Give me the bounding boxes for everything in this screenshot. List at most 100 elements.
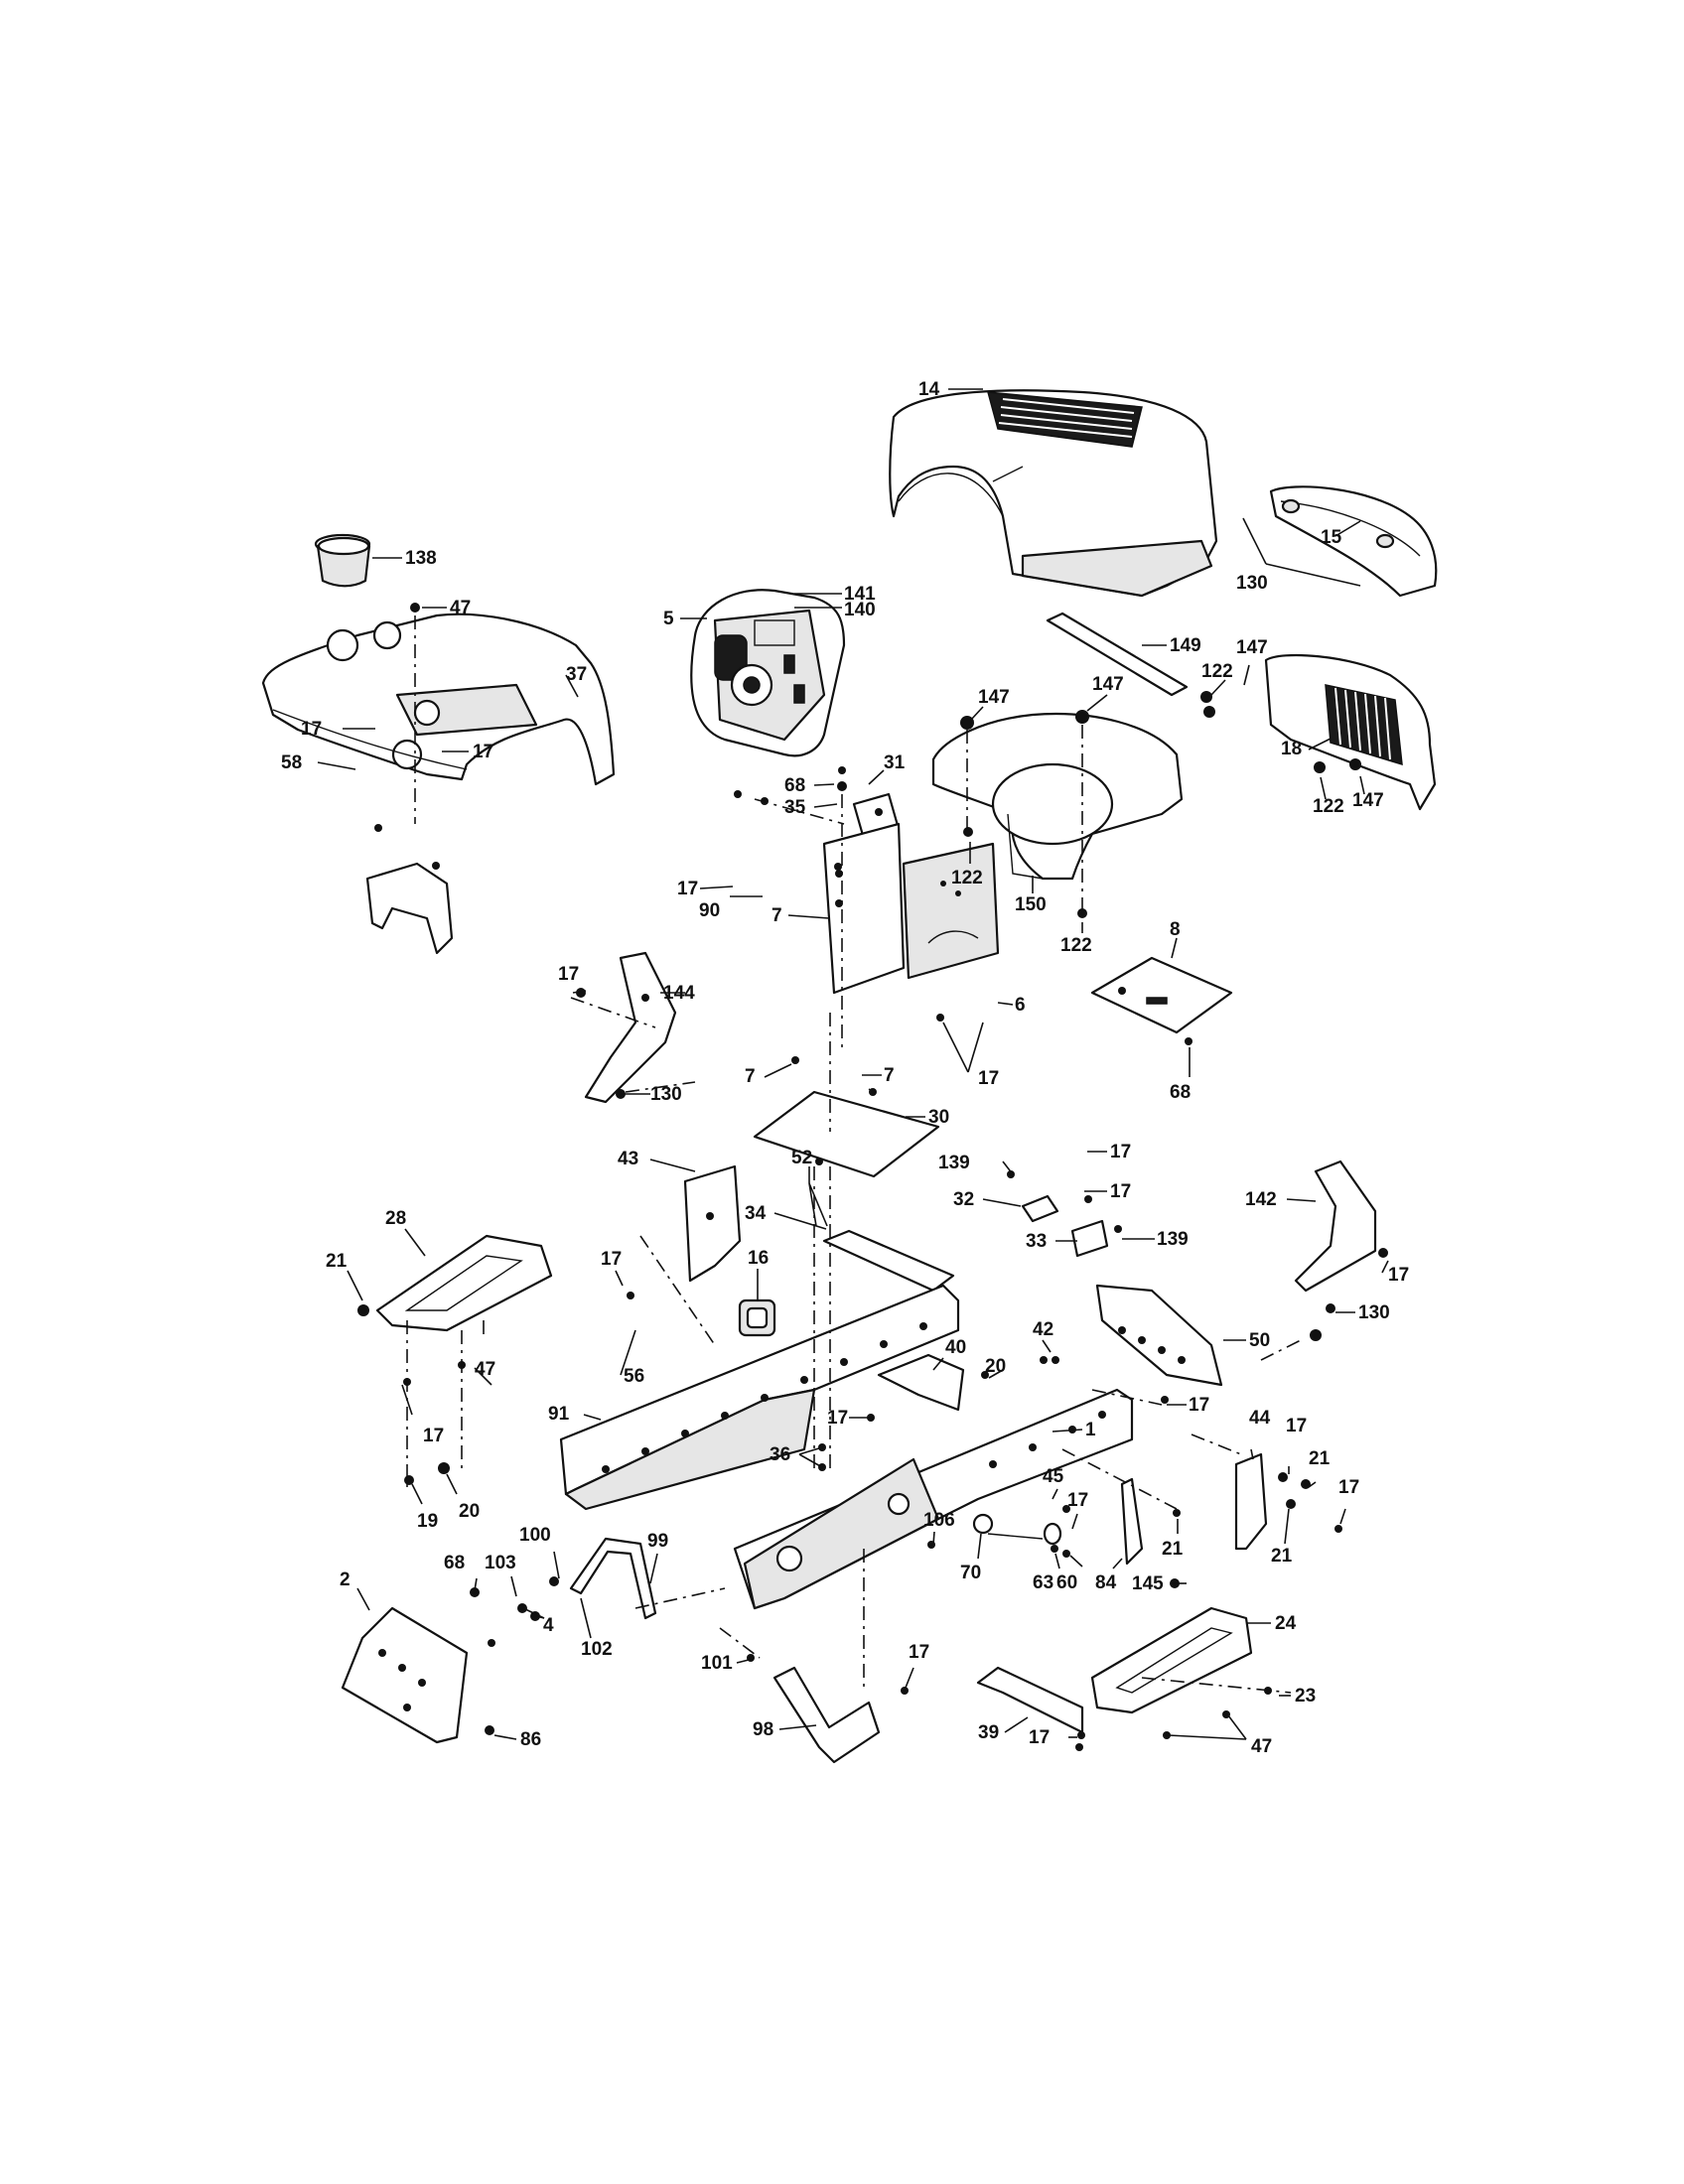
callout-68: 68 — [784, 775, 805, 796]
callout-147: 147 — [978, 687, 1010, 708]
callout-91: 91 — [548, 1404, 570, 1425]
callout-31: 31 — [884, 752, 906, 773]
callout-130: 130 — [1236, 573, 1268, 594]
frame-left-part — [559, 1284, 960, 1511]
callout-86: 86 — [520, 1729, 541, 1750]
callout-47: 47 — [450, 598, 471, 618]
callout-14: 14 — [918, 379, 940, 400]
callout-20: 20 — [985, 1356, 1006, 1377]
callout-28: 28 — [385, 1208, 406, 1229]
callout-17: 17 — [677, 879, 698, 899]
callout-24: 24 — [1275, 1613, 1297, 1634]
callout-144: 144 — [663, 983, 695, 1004]
callout-8: 8 — [1170, 919, 1181, 940]
callout-17: 17 — [1110, 1181, 1131, 1202]
callout-16: 16 — [748, 1248, 769, 1269]
strip-part — [1046, 612, 1189, 697]
callout-17: 17 — [301, 719, 322, 740]
callout-122: 122 — [1201, 661, 1233, 682]
callout-17: 17 — [909, 1642, 929, 1663]
callout-103: 103 — [485, 1553, 516, 1573]
plate-30-part — [753, 1090, 940, 1178]
callout-6: 6 — [1015, 995, 1026, 1016]
callout-17: 17 — [1029, 1727, 1050, 1748]
bracket-144-part — [584, 951, 677, 1104]
callout-141: 141 — [844, 584, 876, 605]
footrest-24-part — [1090, 1606, 1253, 1714]
fender-part — [261, 613, 616, 786]
callout-21: 21 — [1271, 1546, 1293, 1567]
cup-part — [314, 533, 371, 588]
callout-17: 17 — [1110, 1142, 1131, 1162]
callout-33: 33 — [1026, 1231, 1047, 1252]
bracket-142-part — [1294, 1160, 1377, 1293]
hood-part — [889, 389, 1218, 598]
callout-17: 17 — [423, 1426, 444, 1446]
bracket-39-part — [976, 1666, 1084, 1734]
lever-part — [569, 1537, 657, 1620]
callout-58: 58 — [281, 752, 302, 773]
callout-37: 37 — [566, 664, 587, 685]
callout-147: 147 — [1352, 790, 1384, 811]
callout-98: 98 — [753, 1719, 773, 1740]
alignment-lines — [406, 615, 1302, 1694]
callout-142: 142 — [1245, 1189, 1277, 1210]
plate-2-part — [341, 1606, 469, 1744]
callout-21: 21 — [1162, 1539, 1184, 1560]
spring-part — [972, 1513, 1062, 1546]
grille-top-part — [1269, 485, 1438, 598]
callout-139: 139 — [1157, 1229, 1189, 1250]
callout-47: 47 — [475, 1359, 495, 1380]
callout-35: 35 — [784, 797, 806, 818]
callout-101: 101 — [701, 1653, 733, 1674]
callout-70: 70 — [960, 1563, 981, 1583]
callout-5: 5 — [663, 609, 674, 629]
callout-18: 18 — [1281, 739, 1302, 759]
callout-40: 40 — [945, 1337, 966, 1358]
bracket-50-part — [1095, 1284, 1223, 1387]
footrest-28-part — [375, 1234, 553, 1332]
callout-50: 50 — [1249, 1330, 1270, 1351]
callout-44: 44 — [1249, 1408, 1271, 1429]
callout-106: 106 — [923, 1510, 955, 1531]
callout-21: 21 — [326, 1251, 348, 1272]
callout-20: 20 — [459, 1501, 480, 1522]
callout-7: 7 — [745, 1066, 756, 1087]
callout-60: 60 — [1056, 1572, 1077, 1593]
callout-56: 56 — [624, 1366, 644, 1387]
callout-4: 4 — [543, 1615, 554, 1636]
callout-149: 149 — [1170, 635, 1201, 656]
callout-150: 150 — [1015, 894, 1047, 915]
bracket-40-part — [877, 1353, 965, 1412]
callout-140: 140 — [844, 600, 876, 620]
callout-68: 68 — [1170, 1082, 1191, 1103]
callout-17: 17 — [827, 1408, 848, 1429]
callout-138: 138 — [405, 548, 437, 569]
plate-8-part — [1090, 956, 1233, 1034]
callout-17: 17 — [473, 742, 493, 762]
bracket-98-part — [772, 1666, 881, 1764]
callout-43: 43 — [618, 1149, 638, 1169]
callout-147: 147 — [1236, 637, 1268, 658]
callout-47: 47 — [1251, 1736, 1272, 1757]
grille-part — [1264, 653, 1437, 811]
callout-32: 32 — [953, 1189, 974, 1210]
bracket-33-part — [1070, 1219, 1109, 1258]
callout-130: 130 — [1358, 1302, 1390, 1323]
callout-17: 17 — [1388, 1265, 1409, 1286]
bracket-58-part — [365, 862, 454, 955]
callout-45: 45 — [1043, 1466, 1064, 1487]
callout-100: 100 — [519, 1525, 551, 1546]
callout-145: 145 — [1132, 1573, 1164, 1594]
callout-139: 139 — [938, 1153, 970, 1173]
callout-130: 130 — [650, 1084, 682, 1105]
callout-19: 19 — [417, 1511, 438, 1532]
callout-39: 39 — [978, 1722, 999, 1743]
callout-42: 42 — [1033, 1319, 1053, 1340]
callout-84: 84 — [1095, 1572, 1117, 1593]
callout-99: 99 — [647, 1531, 668, 1552]
callout-102: 102 — [581, 1639, 613, 1660]
callout-17: 17 — [1189, 1395, 1209, 1416]
callout-36: 36 — [770, 1444, 790, 1465]
